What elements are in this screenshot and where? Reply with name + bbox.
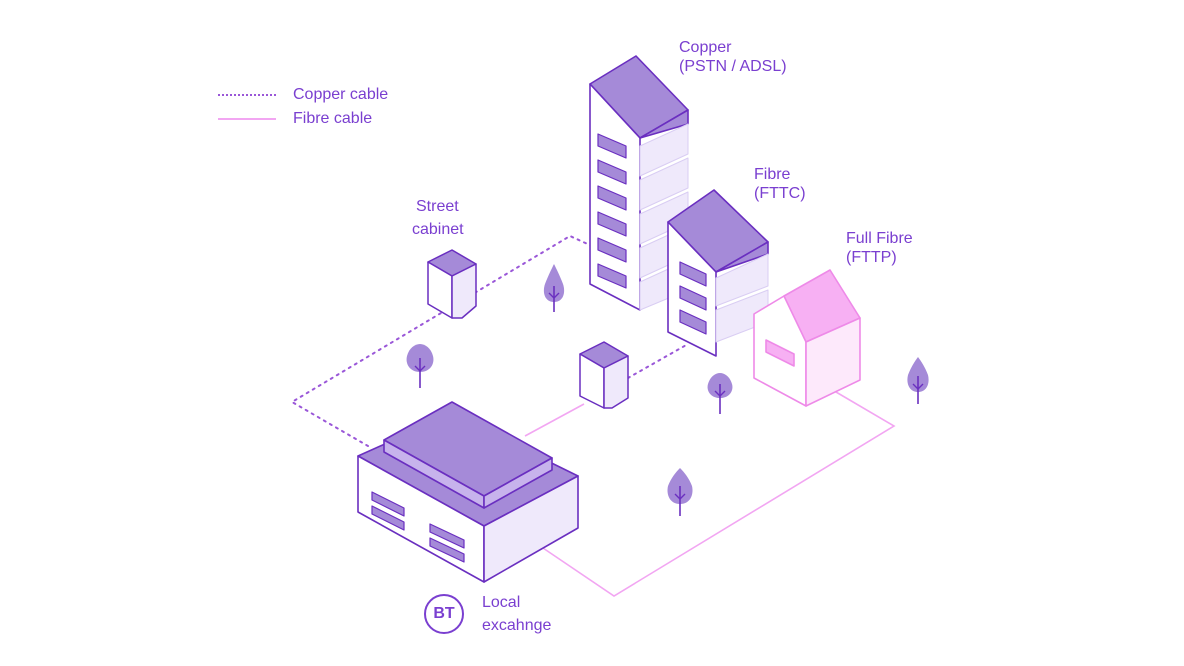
fibre-label-line2: (FTTC) [754, 185, 806, 202]
fttc-building [667, 189, 769, 357]
legend-fibre-row: Fibre cable [218, 109, 418, 129]
local-exchange-building [357, 401, 579, 583]
fttp-house [753, 269, 861, 407]
street-cabinet-label-line2: cabinet [412, 221, 464, 238]
copper-cable-swatch [218, 94, 276, 96]
tree-icon [907, 357, 929, 404]
tree-icon [667, 468, 693, 516]
exchange-label-line2: excahnge [482, 617, 552, 634]
legend-fibre-label: Fibre cable [293, 110, 373, 127]
fibre-label-line1: Fibre [754, 166, 791, 183]
full-fibre-label-line1: Full Fibre [846, 230, 913, 247]
tree-icon [543, 264, 565, 312]
copper-tower-building [589, 55, 689, 311]
legend-copper-label: Copper cable [293, 86, 389, 103]
exchange-label-line1: Local [482, 594, 521, 611]
tree-icon [707, 373, 733, 414]
copper-label-line2: (PSTN / ADSL) [679, 58, 787, 75]
street-cabinet-label-line1: Street [416, 198, 459, 215]
street-cabinet [427, 249, 477, 319]
copper-cable-path [290, 234, 689, 447]
legend-copper-row: Copper cable [218, 85, 418, 105]
fibre-cabinet [579, 341, 629, 409]
full-fibre-label-line2: (FTTP) [846, 249, 897, 266]
copper-label-line1: Copper [679, 39, 732, 56]
fibre-cable-swatch [218, 118, 276, 120]
fibre-cable-path [524, 391, 896, 597]
tree-icon [406, 344, 434, 388]
bt-logo: BT [424, 594, 464, 634]
